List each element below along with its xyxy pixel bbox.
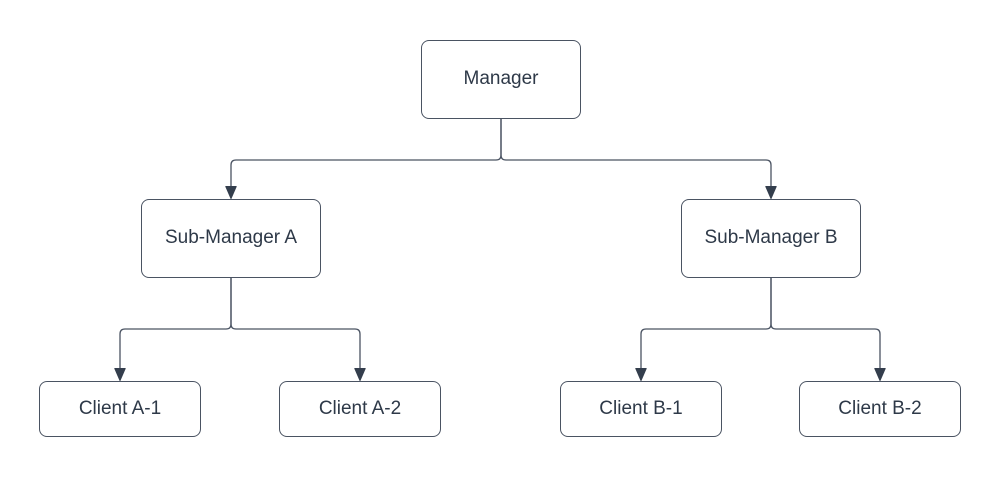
node-sub-manager-a-label: Sub-Manager A	[164, 227, 298, 249]
node-sub-manager-b: Sub-Manager B	[681, 199, 861, 278]
node-client-a2: Client A-2	[279, 381, 441, 437]
edge-sub-b-client-b1	[640, 277, 772, 370]
edge-manager-sub-a-arrowhead-icon	[225, 186, 237, 199]
edge-sub-a-client-a2-arrowhead-icon	[354, 368, 366, 381]
node-client-a2-label: Client A-2	[318, 397, 402, 419]
edge-manager-sub-a	[230, 118, 502, 188]
edge-sub-a-client-a1-arrowhead-icon	[114, 368, 126, 381]
edge-manager-sub-b-arrowhead-icon	[765, 186, 777, 199]
edge-sub-a-client-a2	[230, 277, 361, 370]
node-sub-manager-b-label: Sub-Manager B	[704, 227, 838, 249]
edge-manager-sub-b	[500, 118, 772, 188]
node-client-a1-label: Client A-1	[78, 397, 162, 419]
edge-sub-b-client-b2-arrowhead-icon	[874, 368, 886, 381]
node-sub-manager-a: Sub-Manager A	[141, 199, 321, 278]
node-manager: Manager	[421, 40, 581, 119]
edge-sub-b-client-b1-arrowhead-icon	[635, 368, 647, 381]
node-client-b1-label: Client B-1	[599, 397, 683, 419]
edge-sub-a-client-a1	[119, 277, 232, 370]
node-client-b1: Client B-1	[560, 381, 722, 437]
node-manager-label: Manager	[463, 68, 539, 90]
node-client-b2: Client B-2	[799, 381, 961, 437]
node-client-a1: Client A-1	[39, 381, 201, 437]
node-client-b2-label: Client B-2	[838, 397, 922, 419]
edge-sub-b-client-b2	[770, 277, 881, 370]
